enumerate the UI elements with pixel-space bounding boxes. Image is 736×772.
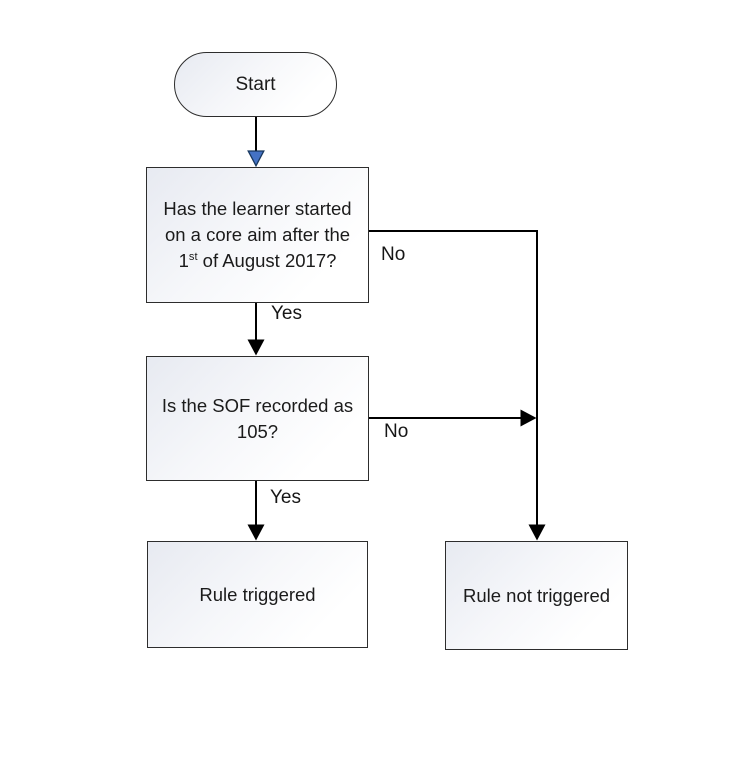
connector-no-vertical	[536, 230, 538, 525]
node-start: Start	[174, 52, 337, 117]
node-rule-triggered-label: Rule triggered	[199, 583, 316, 605]
node-decision2-text: Is the SOF recorded as 105?	[156, 393, 359, 445]
decision1-line3-number: 1	[178, 250, 189, 271]
decision1-line3-superscript: st	[188, 250, 198, 263]
node-decision2: Is the SOF recorded as 105?	[146, 356, 369, 481]
connector-decision1-yes	[255, 303, 257, 341]
decision1-line3-rest: of August 2017?	[197, 250, 337, 271]
node-rule-not-triggered-label: Rule not triggered	[462, 584, 611, 606]
edge-label-yes-2: Yes	[268, 487, 303, 509]
decision2-line2: 105?	[236, 420, 279, 442]
decision2-line1: Is the SOF recorded as	[161, 394, 354, 416]
decision1-line2: on a core aim after the	[164, 224, 351, 245]
connector-decision2-yes	[255, 481, 257, 525]
node-rule-triggered: Rule triggered	[147, 541, 368, 648]
connector-decision2-no	[369, 417, 521, 419]
connector-decision1-no-horizontal	[369, 230, 538, 232]
node-decision1-text: Has the learner started on a core aim af…	[157, 196, 357, 274]
arrowhead-down-icon	[247, 339, 265, 356]
decision1-line1: Has the learner started	[163, 198, 352, 219]
node-decision1: Has the learner started on a core aim af…	[146, 167, 369, 303]
edge-label-no-2: No	[382, 421, 411, 443]
node-rule-not-triggered: Rule not triggered	[445, 541, 628, 650]
decision1-line3: 1st of August 2017?	[163, 248, 351, 274]
edge-label-yes-1: Yes	[269, 303, 304, 325]
connector-start-to-decision1	[255, 117, 257, 151]
arrowhead-right-icon	[520, 409, 537, 427]
node-start-label: Start	[235, 73, 276, 95]
arrowhead-down-icon	[528, 524, 546, 541]
arrowhead-down-blue-icon	[247, 150, 265, 167]
edge-label-no-1: No	[379, 244, 408, 266]
arrowhead-down-icon	[247, 524, 265, 541]
